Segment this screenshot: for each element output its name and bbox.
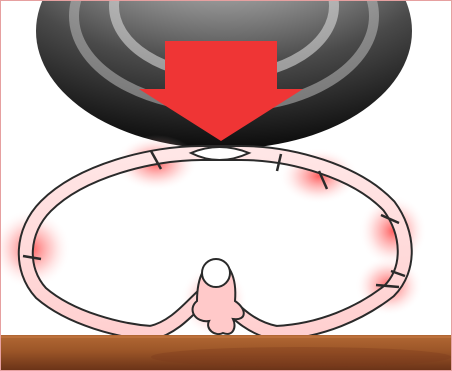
ground — [1, 335, 451, 370]
force-arrow-shaft — [165, 41, 277, 91]
